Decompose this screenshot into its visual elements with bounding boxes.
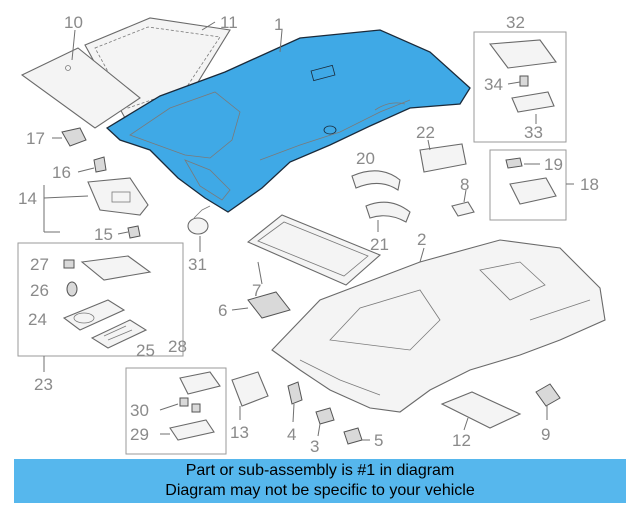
info-banner: Part or sub-assembly is #1 in diagram Di… (14, 459, 626, 503)
part-30-bulbs[interactable] (179, 397, 201, 413)
callout-15: 15 (94, 225, 113, 244)
callout-29: 29 (130, 425, 149, 444)
part-7-sunroof-frame[interactable] (246, 214, 382, 286)
banner-line-2: Diagram may not be specific to your vehi… (165, 482, 475, 499)
group-32-box (473, 31, 567, 143)
callout-25: 25 (136, 341, 155, 360)
callout-30: 30 (130, 401, 149, 420)
callout-18: 18 (580, 175, 599, 194)
part-18-lamp[interactable] (509, 177, 557, 205)
part-25-panel[interactable] (90, 319, 148, 349)
callout-9: 9 (541, 425, 550, 444)
part-3-clip[interactable] (315, 407, 335, 425)
callout-20: 20 (356, 149, 375, 168)
part-10-mat[interactable] (20, 47, 141, 129)
part-12-trim[interactable] (440, 391, 522, 429)
part-32-console[interactable] (488, 39, 557, 69)
part-15-visor-clip[interactable] (127, 225, 141, 239)
part-4-clip[interactable] (287, 381, 303, 405)
callout-24: 24 (28, 310, 47, 329)
callout-17: 17 (26, 129, 45, 148)
part-13-bracket[interactable] (231, 371, 269, 407)
part-33-lens[interactable] (511, 91, 555, 113)
callout-32: 32 (506, 13, 525, 32)
part-29-lens[interactable] (169, 419, 215, 441)
callout-10: 10 (64, 13, 83, 32)
part-14-sun-visor[interactable] (87, 177, 149, 216)
part-31-bulb[interactable] (187, 205, 211, 235)
group-28-box (125, 367, 227, 455)
callout-21: 21 (370, 235, 389, 254)
part-17-hook[interactable] (61, 127, 87, 147)
callout-7: 7 (252, 281, 261, 300)
parts-diagram: 1 2 3 4 5 6 7 8 9 10 11 12 13 14 15 16 1… (17, 13, 606, 456)
callout-16: 16 (52, 163, 71, 182)
part-5-clip[interactable] (343, 427, 363, 445)
callout-labels: 1 2 3 4 5 6 7 8 9 10 11 12 13 14 15 16 1… (18, 13, 599, 456)
callout-31: 31 (188, 255, 207, 274)
part-2-headliner-assembly[interactable] (271, 239, 606, 413)
callout-12: 12 (452, 431, 471, 450)
callout-19: 19 (544, 155, 563, 174)
part-8-cover[interactable] (451, 201, 475, 217)
part-28-lamp[interactable] (179, 371, 221, 395)
callout-14: 14 (18, 189, 37, 208)
callout-13: 13 (230, 423, 249, 442)
callout-23: 23 (34, 375, 53, 394)
part-34-switch[interactable] (519, 75, 529, 87)
callout-4: 4 (287, 425, 296, 444)
callout-2: 2 (417, 230, 426, 249)
callout-26: 26 (30, 281, 49, 300)
part-16-clip[interactable] (93, 156, 107, 173)
callout-6: 6 (218, 301, 227, 320)
callout-27: 27 (30, 255, 49, 274)
callout-34: 34 (484, 75, 503, 94)
part-6-pad[interactable] (247, 291, 291, 319)
callout-1: 1 (274, 15, 283, 34)
group-23-box (17, 242, 184, 357)
callout-5: 5 (374, 431, 383, 450)
part-1-headliner[interactable] (105, 29, 471, 213)
part-9-handle[interactable] (535, 383, 561, 407)
part-24-lens[interactable] (62, 299, 126, 331)
part-26-switch[interactable] (66, 281, 78, 297)
callout-3: 3 (310, 437, 319, 456)
part-22-lamp[interactable] (419, 143, 467, 173)
part-21-grip[interactable] (365, 201, 411, 223)
callout-22: 22 (416, 123, 435, 142)
part-19-bulb[interactable] (505, 157, 523, 169)
banner-line-1: Part or sub-assembly is #1 in diagram (185, 462, 455, 479)
callout-33: 33 (524, 123, 543, 142)
part-27-console[interactable] (63, 255, 152, 281)
callout-11: 11 (220, 13, 238, 32)
part-20-grip[interactable] (351, 170, 401, 191)
callout-8: 8 (460, 175, 469, 194)
callout-28: 28 (168, 337, 187, 356)
group-18-box (489, 149, 567, 221)
